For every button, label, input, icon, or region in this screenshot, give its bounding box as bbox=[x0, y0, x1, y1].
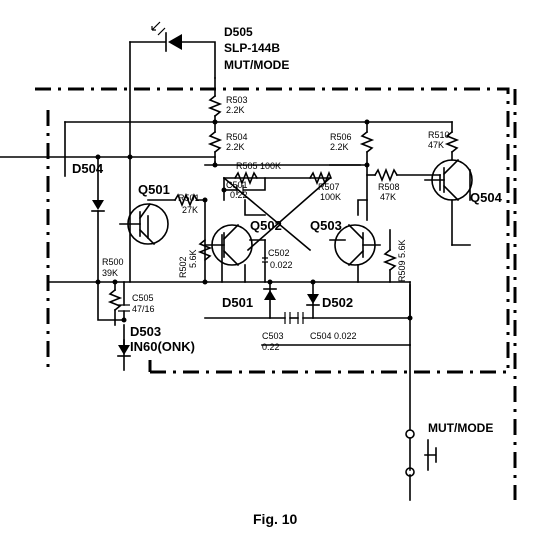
label-r501: R501 bbox=[178, 193, 200, 203]
label-r500: R500 bbox=[102, 257, 124, 267]
label-r504-value: 2.2K bbox=[226, 142, 245, 152]
label-d504: D504 bbox=[72, 161, 104, 176]
label-c503: C503 bbox=[262, 331, 284, 341]
label-slp-144b: SLP-144B bbox=[224, 41, 280, 55]
label-r502: R502 bbox=[178, 256, 188, 278]
label-r502-value: 5.6K bbox=[188, 249, 198, 268]
figure-caption: Fig. 10 bbox=[253, 511, 298, 527]
label-mut-mode-switch: MUT/MODE bbox=[428, 421, 493, 435]
labels: D505 SLP-144B MUT/MODE R503 2.2K R504 2.… bbox=[72, 25, 503, 527]
label-r506: R506 bbox=[330, 132, 352, 142]
label-q501: Q501 bbox=[138, 182, 170, 197]
transistor-q502 bbox=[204, 223, 253, 267]
label-c503-value: 0.22 bbox=[262, 342, 280, 352]
label-r507: R507 bbox=[318, 182, 340, 192]
junction-dots bbox=[95, 119, 413, 323]
label-c502-value: 0.022 bbox=[270, 260, 293, 270]
label-r508-value: 47K bbox=[380, 192, 396, 202]
label-c502: C502 bbox=[268, 248, 290, 258]
label-r507-value: 100K bbox=[320, 192, 341, 202]
switch-contacts bbox=[405, 429, 415, 477]
label-r505: R505 100K bbox=[236, 161, 281, 171]
label-c505: C505 bbox=[132, 293, 154, 303]
label-c505-value: 47/16 bbox=[132, 304, 155, 314]
label-d501: D501 bbox=[222, 295, 253, 310]
label-d502: D502 bbox=[322, 295, 353, 310]
label-r506-value: 2.2K bbox=[330, 142, 349, 152]
label-c501-value: 0.22 bbox=[230, 190, 248, 200]
label-q504: Q504 bbox=[470, 190, 503, 205]
label-in60: IN60(ONK) bbox=[130, 339, 195, 354]
label-r500-value: 39K bbox=[102, 268, 118, 278]
transistor-q503 bbox=[334, 223, 381, 267]
label-mut-mode-top: MUT/MODE bbox=[224, 58, 289, 72]
label-d503: D503 bbox=[130, 324, 161, 339]
label-r510-value: 47K bbox=[428, 140, 444, 150]
label-c501: C501 bbox=[226, 180, 248, 190]
label-r501-value: 27K bbox=[182, 205, 198, 215]
board-boundary bbox=[35, 87, 517, 500]
label-r509: R509 5.6K bbox=[397, 239, 407, 282]
label-r503-value: 2.2K bbox=[226, 105, 245, 115]
label-c504: C504 0.022 bbox=[310, 331, 357, 341]
label-q503: Q503 bbox=[310, 218, 342, 233]
transistor-q504 bbox=[424, 158, 473, 202]
label-r503: R503 bbox=[226, 95, 248, 105]
label-d505: D505 bbox=[224, 25, 253, 39]
label-r510: R510 bbox=[428, 130, 450, 140]
transistor-q501 bbox=[119, 202, 169, 246]
label-r508: R508 bbox=[378, 182, 400, 192]
label-q502: Q502 bbox=[250, 218, 282, 233]
led-d505-symbol bbox=[129, 21, 216, 283]
wiring bbox=[0, 77, 471, 501]
label-r504: R504 bbox=[226, 132, 248, 142]
